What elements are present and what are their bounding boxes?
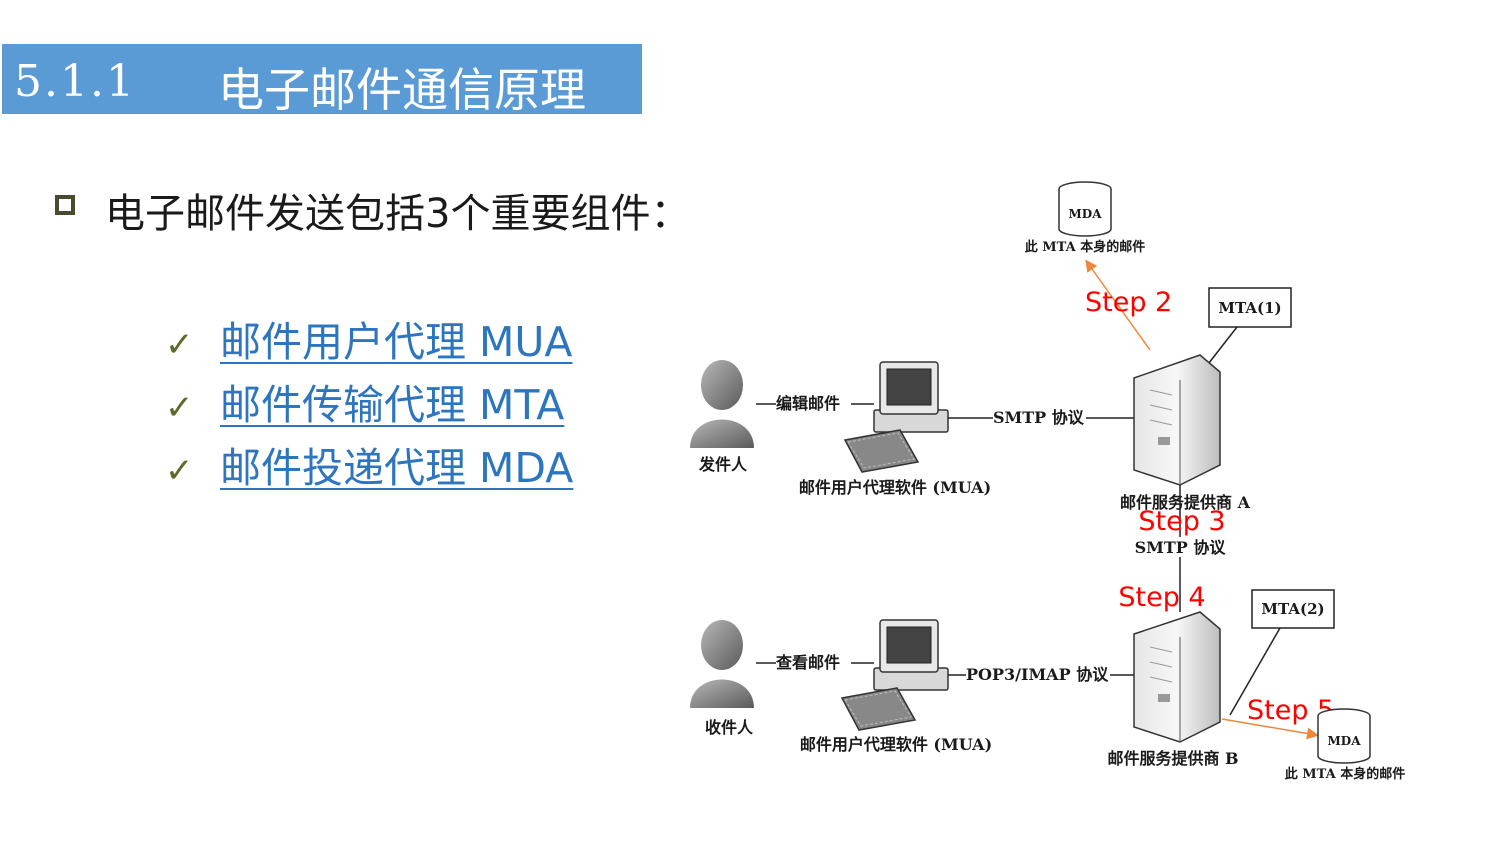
section-number: 5.1.1 bbox=[14, 56, 136, 107]
sender-person-icon bbox=[690, 360, 754, 448]
computer-top-icon bbox=[843, 361, 949, 473]
step3-label: Step 3 bbox=[1138, 506, 1225, 537]
server-a-icon bbox=[1133, 354, 1221, 486]
receiver-person-icon bbox=[690, 620, 754, 708]
component-item-mta: ✓ 邮件传输代理 MTA bbox=[165, 371, 564, 431]
view-mail-label: 查看邮件 bbox=[776, 653, 840, 672]
provider-b-label: 邮件服务提供商 B bbox=[1107, 749, 1238, 768]
mda-link[interactable]: 邮件投递代理 MDA bbox=[220, 444, 574, 492]
mda-bottom-database-icon bbox=[1317, 708, 1371, 764]
smtp-mid-label: SMTP 协议 bbox=[1135, 538, 1227, 557]
step5-arrow bbox=[1221, 718, 1319, 740]
mta2-box bbox=[1251, 589, 1335, 629]
sender-label: 发件人 bbox=[698, 455, 748, 474]
mta1-box bbox=[1208, 287, 1292, 328]
mda-bottom-caption: 此 MTA 本身的邮件 bbox=[1285, 766, 1406, 782]
component-item-mua: ✓ 邮件用户代理 MUA bbox=[165, 308, 572, 368]
step4-label: Step 4 bbox=[1118, 582, 1205, 613]
mda-top-database-icon bbox=[1058, 181, 1112, 237]
server-b-icon bbox=[1133, 611, 1221, 743]
page-title: 电子邮件通信原理 bbox=[218, 63, 586, 117]
square-bullet-icon bbox=[55, 195, 75, 215]
edit-mail-label: 编辑邮件 bbox=[776, 394, 840, 413]
bullet-heading: 电子邮件发送包括3个重要组件： bbox=[105, 191, 691, 237]
checkmark-icon: ✓ bbox=[165, 325, 194, 365]
mda-top-label: MDA bbox=[1069, 207, 1103, 221]
mta-link[interactable]: 邮件传输代理 MTA bbox=[220, 381, 565, 429]
mta1-label: MTA(1) bbox=[1218, 299, 1281, 317]
mda-top-caption: 此 MTA 本身的邮件 bbox=[1025, 239, 1146, 255]
mua-top-label: 邮件用户代理软件 (MUA) bbox=[799, 478, 991, 497]
pop3-label: POP3/IMAP 协议 bbox=[966, 665, 1109, 684]
smtp-top-label: SMTP 协议 bbox=[993, 408, 1085, 427]
mta2-label: MTA(2) bbox=[1261, 600, 1324, 618]
computer-bottom-icon bbox=[840, 619, 949, 731]
step2-arrow bbox=[1085, 259, 1151, 351]
checkmark-icon: ✓ bbox=[165, 451, 194, 491]
component-item-mda: ✓ 邮件投递代理 MDA bbox=[165, 434, 573, 494]
checkmark-icon: ✓ bbox=[165, 388, 194, 428]
title-bar: 5.1.1 电子邮件通信原理 bbox=[2, 44, 642, 117]
mda-bottom-label: MDA bbox=[1328, 734, 1362, 748]
provider-a-label: 邮件服务提供商 A bbox=[1120, 493, 1251, 512]
step2-label: Step 2 bbox=[1085, 287, 1172, 318]
receiver-label: 收件人 bbox=[705, 718, 754, 737]
mua-link[interactable]: 邮件用户代理 MUA bbox=[220, 318, 573, 366]
mua-bottom-label: 邮件用户代理软件 (MUA) bbox=[800, 735, 992, 754]
